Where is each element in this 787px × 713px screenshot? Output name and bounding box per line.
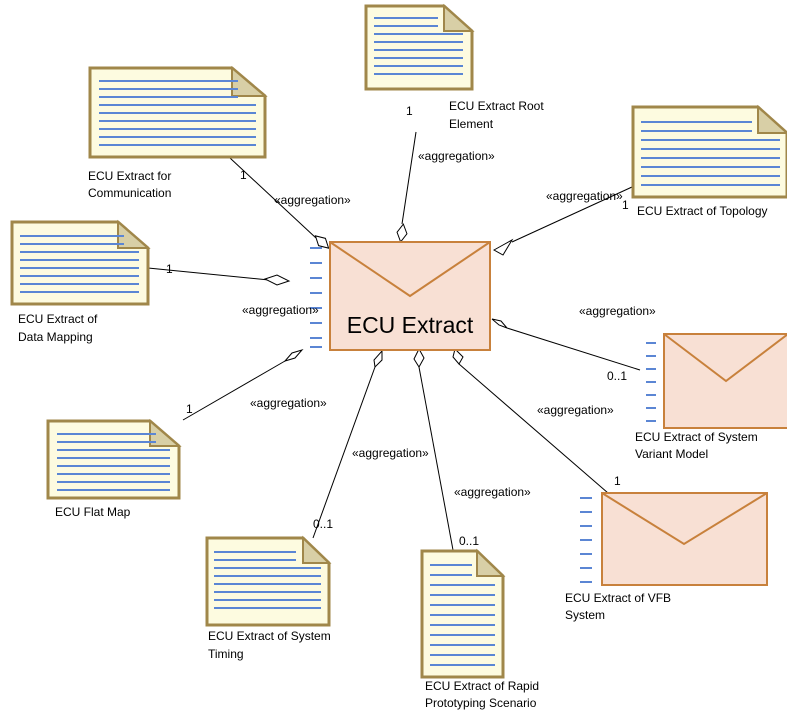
stereotype-system-timing: «aggregation»	[352, 446, 429, 460]
flat-map-label: ECU Flat Map	[55, 505, 131, 519]
communication-label-line2: Communication	[88, 186, 171, 200]
stereotype-root: «aggregation»	[418, 149, 495, 163]
stereotype-vfb-system: «aggregation»	[537, 403, 614, 417]
stereotype-communication: «aggregation»	[274, 193, 351, 207]
stereotype-topology: «aggregation»	[546, 189, 623, 203]
diamond-topology	[492, 238, 514, 256]
connector-rapid-prototyping	[418, 366, 454, 551]
artifact-labels: ECU Extract Root Element ECU Extract for…	[18, 99, 768, 710]
connector-data-mapping	[147, 267, 270, 281]
aggregation-diamonds	[263, 223, 514, 369]
multiplicity-flat-map: 1	[186, 402, 193, 416]
data-mapping-label-line1: ECU Extract of	[18, 312, 98, 326]
multiplicity-topology: 1	[622, 198, 629, 212]
artifact-rapid-prototyping[interactable]	[420, 548, 506, 679]
connector-variant-model	[506, 327, 641, 371]
stereotype-flat-map: «aggregation»	[250, 396, 327, 410]
multiplicity-rapid-prototyping: 0..1	[459, 534, 479, 548]
diamond-data-mapping	[263, 274, 291, 286]
artifact-vfb-system[interactable]	[580, 492, 768, 586]
diamond-variant-model	[491, 318, 508, 329]
rapid-prototyping-label-line2: Prototyping Scenario	[425, 696, 537, 710]
artifact-topology[interactable]	[631, 104, 787, 199]
ecu-extract-label: ECU Extract	[347, 312, 474, 338]
data-mapping-label-line2: Data Mapping	[18, 330, 93, 344]
variant-model-label-line1: ECU Extract of System	[635, 430, 758, 444]
system-timing-label-line2: Timing	[208, 647, 244, 661]
vfb-system-label-line1: ECU Extract of VFB	[565, 591, 671, 605]
artifact-communication[interactable]	[88, 65, 268, 159]
stereotype-data-mapping: «aggregation»	[242, 303, 319, 317]
multiplicity-vfb-system: 1	[614, 474, 621, 488]
document-icon	[631, 105, 787, 199]
connector-vfb-system	[458, 363, 609, 494]
envelope-icon	[601, 492, 768, 586]
diamond-root	[396, 223, 408, 243]
connector-communication	[229, 157, 317, 239]
stereotype-labels: «aggregation» «aggregation» «aggregation…	[242, 149, 656, 499]
connectors	[147, 131, 641, 551]
root-label-line2: Element	[449, 117, 494, 131]
ecu-extract-node[interactable]: ECU Extract	[310, 241, 491, 351]
multiplicity-system-timing: 0..1	[313, 517, 333, 531]
connector-flat-map	[182, 360, 286, 421]
diamond-rapid-prototyping	[413, 347, 425, 368]
diamond-flat-map	[283, 349, 304, 362]
multiplicity-data-mapping: 1	[166, 262, 173, 276]
vfb-system-label-line2: System	[565, 608, 605, 622]
artifact-data-mapping[interactable]	[10, 219, 151, 306]
stereotype-variant-model: «aggregation»	[579, 304, 656, 318]
root-label-line1: ECU Extract Root	[449, 99, 544, 113]
artifact-root-element[interactable]	[364, 3, 475, 91]
connector-system-timing	[312, 366, 376, 539]
ecu-extract-dashes	[310, 247, 322, 348]
diamond-system-timing	[373, 349, 383, 369]
stereotype-rapid-prototyping: «aggregation»	[454, 485, 531, 499]
artifact-variant-model[interactable]	[646, 333, 787, 429]
artifact-flat-map[interactable]	[46, 418, 182, 500]
rapid-prototyping-label-line1: ECU Extract of Rapid	[425, 679, 539, 693]
multiplicity-variant-model: 0..1	[607, 369, 627, 383]
multiplicity-communication: 1	[240, 168, 247, 182]
diamond-vfb-system	[452, 348, 464, 365]
document-icon	[46, 419, 181, 500]
variant-model-label-line2: Variant Model	[635, 447, 708, 461]
diamond-communication	[314, 235, 330, 249]
connector-topology	[511, 186, 633, 243]
system-timing-label-line1: ECU Extract of System	[208, 629, 331, 643]
connector-root	[401, 131, 417, 225]
multiplicities: 1 1 1 1 1 0..1 0..1 0..1 1	[166, 104, 629, 548]
topology-label: ECU Extract of Topology	[637, 204, 768, 218]
communication-label-line1: ECU Extract for	[88, 169, 171, 183]
multiplicity-root: 1	[406, 104, 413, 118]
artifact-system-timing[interactable]	[205, 535, 332, 627]
